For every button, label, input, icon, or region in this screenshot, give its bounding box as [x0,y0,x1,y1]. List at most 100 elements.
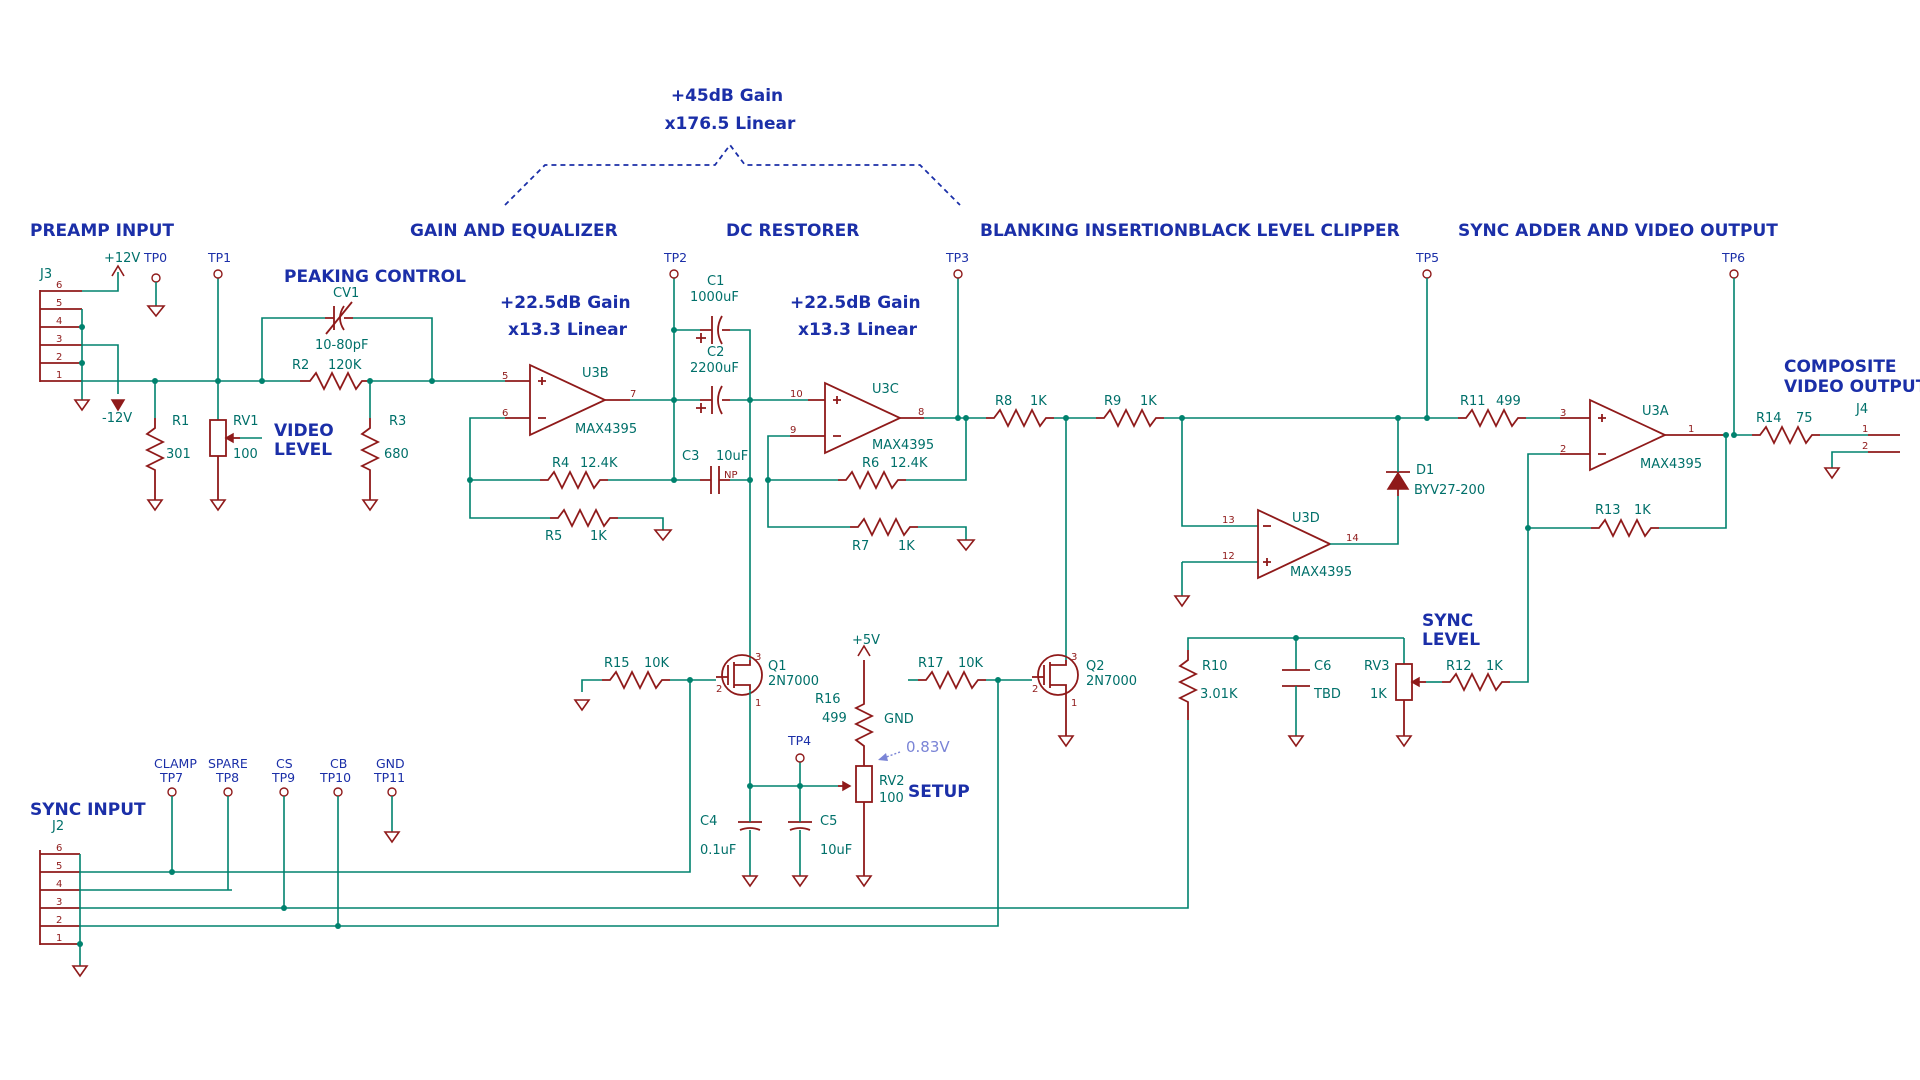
c1-val: 1000uF [690,290,739,305]
u3d-val: MAX4395 [1290,565,1352,580]
r3-val: 680 [384,447,409,462]
rv1-ref: RV1 [233,414,259,429]
rv3-val: 1K [1370,687,1387,702]
c5-val: 10uF [820,843,852,858]
j2-pin-3: 3 [56,897,62,908]
rv2-val: 100 [879,791,904,806]
u3c-gain-linear: x13.3 Linear [798,320,918,340]
cv1-ref: CV1 [333,286,359,301]
r8-ref: R8 [995,394,1012,409]
j3-wiring [79,272,150,400]
r2-resistor [259,370,505,392]
r12-val: 1K [1486,659,1503,674]
d1-ref: D1 [1416,463,1434,478]
input-wiring [150,278,262,418]
r8-val: 1K [1030,394,1047,409]
title-sync-input: SYNC INPUT [30,800,146,820]
tp6-label: TP6 [1721,250,1745,265]
plus5-label: +5V [852,633,880,648]
q2-ref: Q2 [1086,659,1105,674]
title-blanking-insertion: BLANKING INSERTION [980,221,1188,241]
tp11-net: GND [376,756,405,771]
voltage-probe-arrow [877,751,901,761]
j3-pin-6: 6 [56,280,62,291]
j2-pin-6: 6 [56,843,62,854]
blanking-wiring [924,278,1402,656]
plus12-label: +12V [104,251,140,266]
u3a-pin-3: 3 [1560,408,1566,419]
tp3 [953,269,963,279]
j3-pin-2: 2 [56,352,62,363]
u3a-pin-1: 1 [1688,424,1694,435]
c6-ref: C6 [1314,659,1331,674]
q1-pin-d: 3 [755,652,761,663]
rv2-potentiometer [838,644,875,888]
j4-ref: J4 [1855,402,1868,417]
title-setup: SETUP [908,782,970,802]
r2-ref: R2 [292,358,309,373]
u3b-pin-7: 7 [630,389,636,400]
tp0 [146,273,166,318]
title-video-level-1: VIDEO [274,421,334,441]
title-composite-1: COMPOSITE [1784,357,1897,377]
r12-ref: R12 [1446,659,1472,674]
q2-pin-g: 2 [1032,684,1038,695]
u3d-pin-13: 13 [1222,515,1235,526]
total-gain-linear: x176.5 Linear [665,114,796,134]
j2-pin-5: 5 [56,861,62,872]
tp10-net: CB [330,756,347,771]
r2-val: 120K [328,358,362,373]
j3-pin-1: 1 [56,370,62,381]
u3b-opamp [505,363,630,437]
title-preamp-input: PREAMP INPUT [30,221,174,241]
tp7-label: TP7 [159,770,183,785]
tp2-label: TP2 [663,250,687,265]
r17-ref: R17 [918,656,944,671]
q2-mosfet [1032,654,1079,748]
tp4 [795,753,805,763]
r10-val: 3.01K [1200,687,1238,702]
u3a-pin-2: 2 [1560,444,1566,455]
c3-capacitor [700,466,730,494]
j4-pin-2: 2 [1862,441,1868,452]
q1-ref: Q1 [768,659,787,674]
r13-val: 1K [1634,503,1651,518]
r6-ref: R6 [862,456,879,471]
rv1-potentiometer [209,418,262,512]
r5-val: 1K [590,529,607,544]
q2-pin-d: 3 [1071,652,1077,663]
q1-val: 2N7000 [768,674,819,689]
u3c-pin-10: 10 [790,389,803,400]
minus12-label: -12V [102,411,132,426]
title-sync-adder: SYNC ADDER AND VIDEO OUTPUT [1458,221,1778,241]
title-dc-restorer: DC RESTORER [726,221,859,241]
tp8-net: SPARE [208,756,248,771]
c4-ref: C4 [700,814,717,829]
tp1 [213,269,223,279]
c2-val: 2200uF [690,361,739,376]
j3-connector [39,290,82,382]
r9-ref: R9 [1104,394,1121,409]
title-gain-equalizer: GAIN AND EQUALIZER [410,221,618,241]
tp9 [279,787,289,911]
rv2-ref: RV2 [879,774,905,789]
r7-ref: R7 [852,539,869,554]
probe-voltage: 0.83V [906,738,950,756]
r11-val: 499 [1496,394,1521,409]
minus12-symbol [110,399,126,412]
j2-connector [39,850,80,945]
r10-ref: R10 [1202,659,1228,674]
c2-capacitor [696,385,730,415]
u3c-pin-8: 8 [918,407,924,418]
title-peaking-control: PEAKING CONTROL [284,267,466,287]
tp11-label: TP11 [373,770,405,785]
r14-val: 75 [1796,411,1813,426]
u3b-feedback [467,417,674,542]
ground-symbol [73,399,91,412]
rv1-val: 100 [233,447,258,462]
dc-restorer-wiring [630,278,808,656]
tp5 [1422,269,1432,421]
r6-val: 12.4K [890,456,928,471]
r14-ref: R14 [1756,411,1782,426]
r1-val: 301 [166,447,191,462]
